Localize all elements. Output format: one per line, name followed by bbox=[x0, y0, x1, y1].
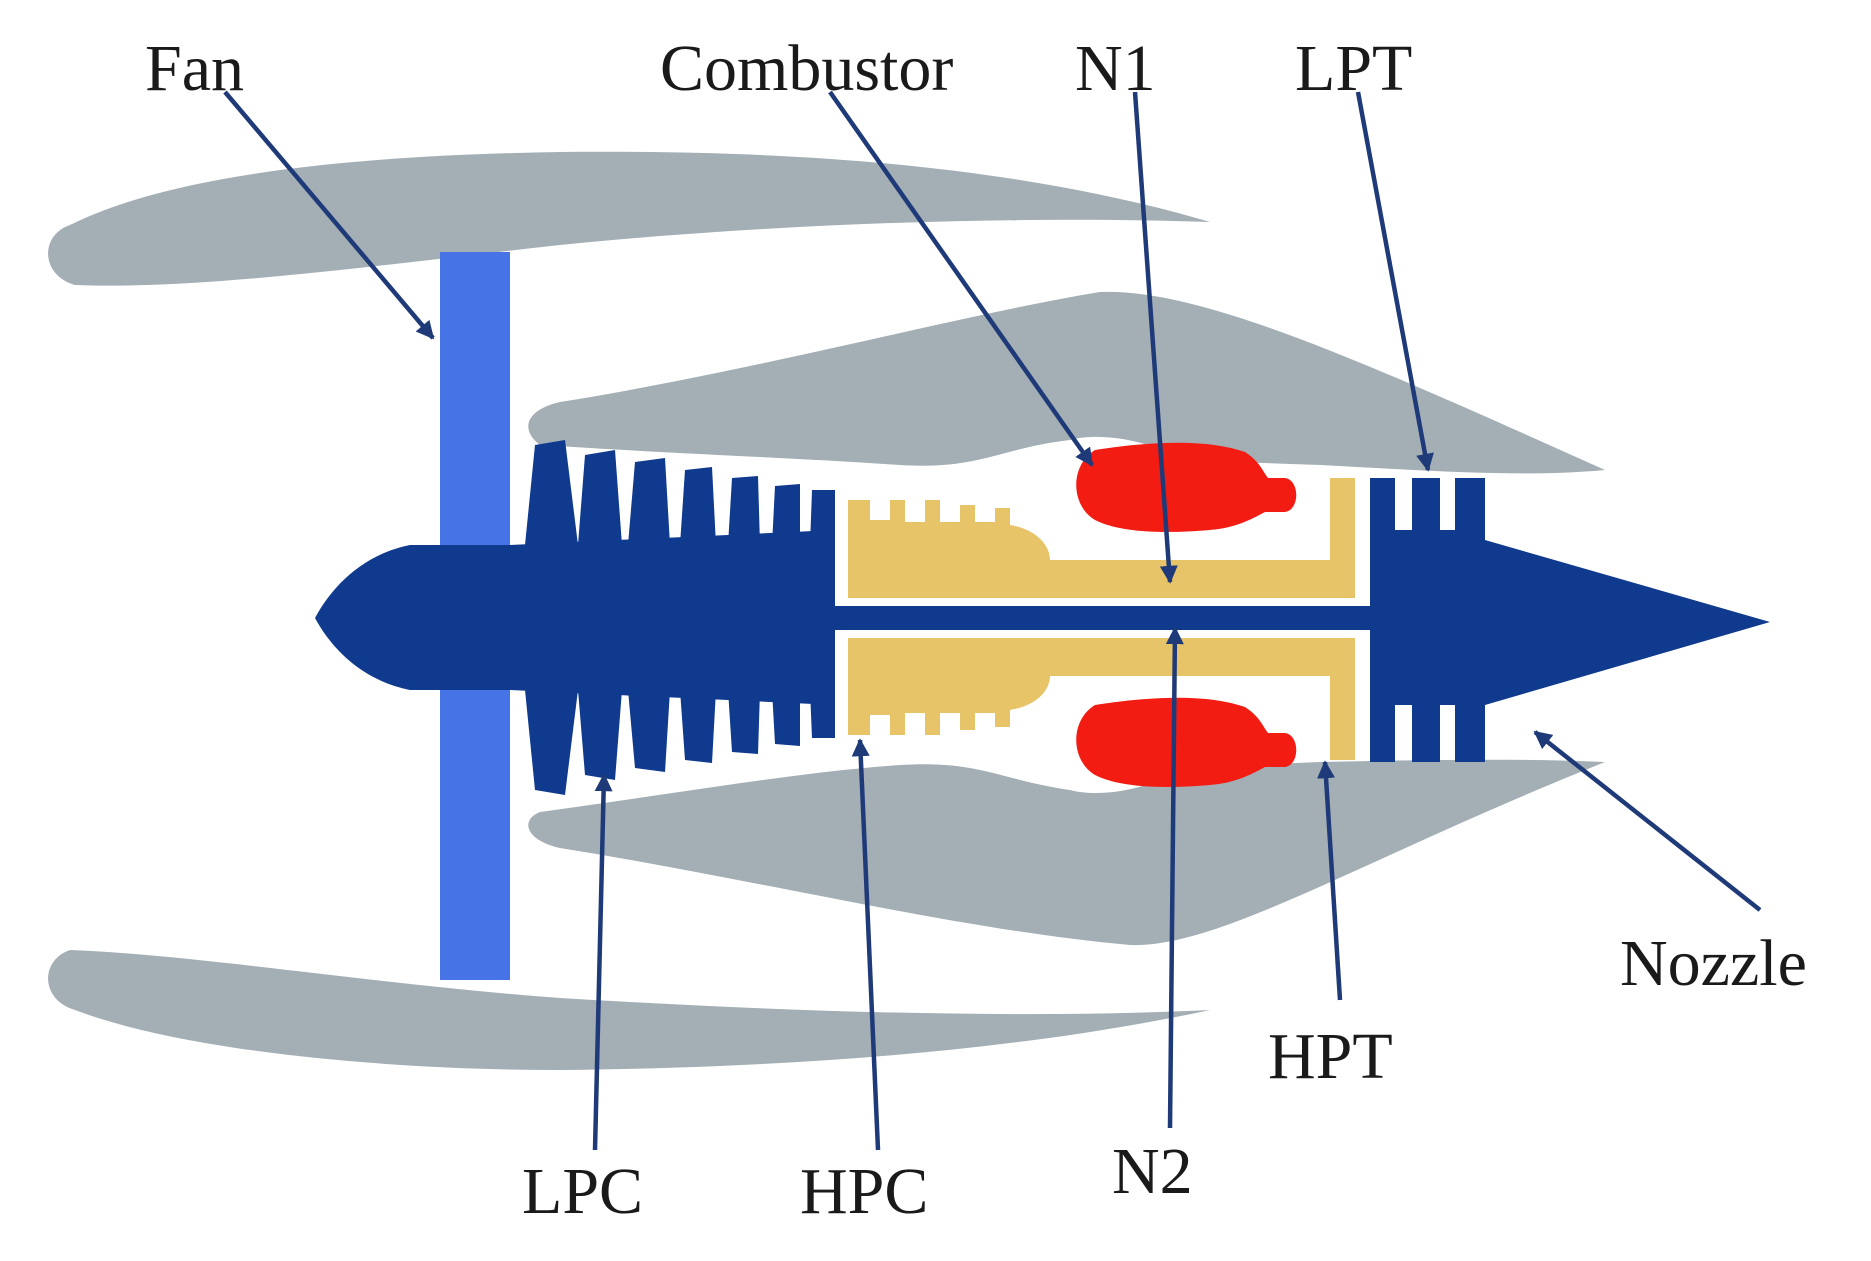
label-nozzle: Nozzle bbox=[1620, 927, 1807, 1000]
spinner-nose bbox=[315, 545, 510, 690]
n1-arrow bbox=[1132, 91, 1178, 584]
core-cowl-upper bbox=[528, 291, 1605, 474]
combustor-upper bbox=[1076, 442, 1297, 532]
leader-arrows bbox=[223, 90, 1762, 1151]
lpc-arrow bbox=[592, 773, 613, 1151]
label-hpt: HPT bbox=[1268, 1020, 1393, 1093]
hpc-upper bbox=[848, 478, 1355, 598]
label-combustor: Combustor bbox=[660, 32, 953, 105]
n1-shaft bbox=[835, 606, 1380, 630]
label-lpt: LPT bbox=[1295, 32, 1412, 105]
lpc-drum bbox=[510, 530, 835, 705]
n2-arrow bbox=[1165, 626, 1184, 1129]
nacelle-lower bbox=[48, 950, 1211, 1070]
hpt-arrow bbox=[1317, 760, 1343, 1001]
label-lpc: LPC bbox=[522, 1155, 643, 1228]
label-n1: N1 bbox=[1075, 32, 1156, 105]
nozzle-arrow bbox=[1533, 730, 1762, 912]
hpc-lower bbox=[848, 638, 1355, 760]
label-hpc: HPC bbox=[800, 1155, 928, 1228]
core-cowl-lower bbox=[528, 759, 1605, 946]
hpc-arrow bbox=[851, 738, 881, 1151]
combustor-arrow bbox=[828, 90, 1094, 467]
label-n2: N2 bbox=[1112, 1135, 1193, 1208]
lpt-rotor bbox=[1370, 478, 1770, 762]
low-pressure-spool bbox=[315, 440, 1770, 795]
lpt-arrow bbox=[1355, 91, 1434, 472]
high-pressure-spool bbox=[848, 478, 1355, 760]
fan-arrow bbox=[223, 90, 435, 340]
nacelle-upper bbox=[48, 151, 1211, 286]
combustor-lower bbox=[1076, 697, 1297, 787]
label-fan: Fan bbox=[145, 32, 244, 105]
